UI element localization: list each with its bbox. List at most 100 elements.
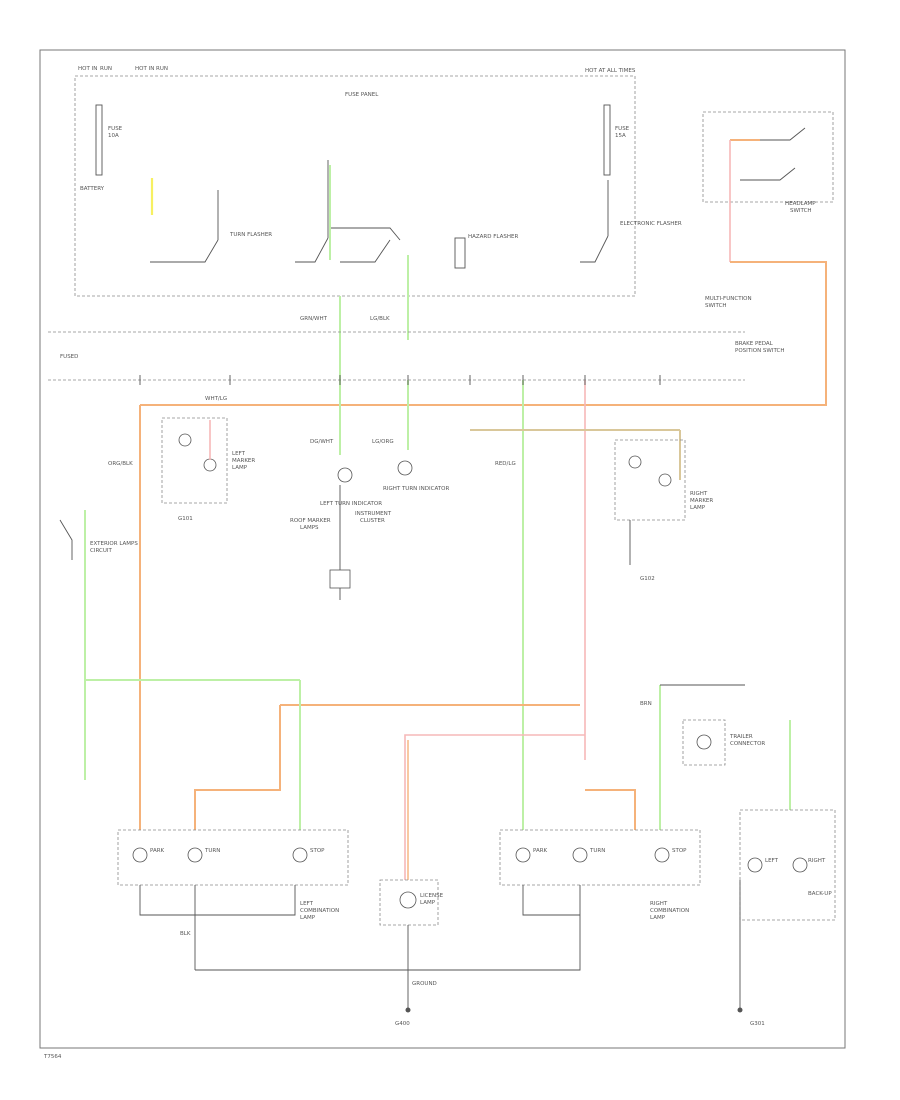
top-left-label-b: RUN: [100, 66, 112, 72]
ground-bottom-label: G400: [395, 1021, 410, 1027]
bus-connector-ticks: [139, 375, 661, 385]
ground-left-label: G101: [178, 516, 193, 522]
right-combo-park-label: PARK: [533, 848, 548, 854]
left-marker-bulb-b: [203, 458, 217, 472]
right-combo-label-c: LAMP: [650, 915, 666, 921]
ground-lower-right-label: G301: [750, 1021, 765, 1027]
wire-label-red-lg: RED/LG: [495, 461, 516, 467]
left-combo-stop-label: STOP: [310, 848, 325, 854]
right-turn-indicator-bulb: [397, 460, 413, 476]
hot-fused-label: FUSED: [60, 354, 78, 360]
fuse-left-label: FUSE: [108, 126, 123, 132]
fuse-left-rating: 10A: [108, 133, 119, 139]
backup-lamp-left-bulb: [747, 857, 763, 873]
left-marker-bulb-a: [178, 433, 192, 447]
right-combo-ground: [195, 885, 581, 971]
left-marker-label-b: MARKER: [232, 458, 255, 464]
wire-label-lg-org: LG/ORG: [372, 439, 394, 445]
left-marker-label-a: LEFT: [232, 451, 246, 457]
right-marker-bulb-a: [628, 455, 642, 469]
note-mid-a: ROOF MARKER: [290, 518, 331, 524]
wire-label-brn: BRN: [640, 701, 652, 707]
backup-lamp-right-bulb: [792, 857, 808, 873]
license-lamp-label-a: LICENSE: [420, 893, 444, 899]
brake-switch-label-a: BRAKE PEDAL: [735, 341, 774, 347]
fuse-left-symbol: [95, 104, 103, 176]
license-lamp-group: LICENSE LAMP G400 GROUND: [379, 879, 444, 1027]
center-ground-label: GROUND: [412, 981, 437, 987]
headlamp-switch-group: HEADLAMP SWITCH: [140, 111, 834, 406]
left-marker-label-c: LAMP: [232, 465, 248, 471]
right-marker-label-c: LAMP: [690, 505, 706, 511]
wire-pink-cross-right: [404, 734, 585, 880]
right-marker-bulb-b: [658, 473, 672, 487]
right-combo-box: [499, 829, 701, 886]
note-mid-b: LAMPS: [300, 525, 319, 531]
right-marker-box: [614, 439, 686, 521]
right-combo-label-b: COMBINATION: [650, 908, 689, 914]
headlamp-switch-box: [702, 111, 834, 203]
fuse-right-rating: 15A: [615, 133, 626, 139]
instrument-cluster-group: LEFT TURN INDICATOR RIGHT TURN INDICATOR…: [320, 460, 449, 600]
fuse-panel-group: HOT IN RUN HOT IN RUN HOT AT ALL TIMES F…: [74, 66, 682, 400]
top-left-label-c: HOT IN RUN: [135, 66, 168, 72]
right-combination-lamp-group: PARK TURN STOP RIGHT COMBINATION LAMP: [195, 829, 701, 971]
license-lamp-bulb: [399, 891, 417, 909]
fuse-right-symbol: [603, 104, 611, 176]
fuse-right-label: FUSE: [615, 126, 630, 132]
note-left-b: CIRCUIT: [90, 548, 112, 554]
backup-lamp-box: [739, 809, 836, 921]
left-marker-lamp-group: LEFT MARKER LAMP G101: [161, 417, 255, 522]
wire-label-wht-lg: WHT/LG: [205, 396, 227, 402]
headlamp-label-b: SWITCH: [790, 208, 812, 214]
backup-left-label: LEFT: [765, 858, 779, 864]
headlamp-label-a: HEADLAMP: [785, 201, 816, 207]
brake-switch-label-b: POSITION SWITCH: [735, 348, 785, 354]
headlamp-switch-contact: [740, 127, 806, 181]
trailer-connector-group: TRAILER CONNECTOR LEFT RIGHT BACK-UP G30…: [660, 684, 836, 1027]
right-combo-stop-label: STOP: [672, 848, 687, 854]
wire-label-lg-blk: LG/BLK: [370, 316, 390, 322]
left-combination-lamp-group: PARK TURN STOP LEFT COMBINATION LAMP: [117, 829, 349, 970]
flasher-switch-right: [580, 180, 609, 263]
left-combo-park-label: PARK: [150, 848, 165, 854]
backup-lamp-label: BACK-UP: [808, 891, 832, 897]
right-marker-label-a: RIGHT: [690, 491, 708, 497]
left-combo-label-a: LEFT: [300, 901, 314, 907]
trailer-connector-bulb: [696, 734, 712, 750]
trailer-label-b: CONNECTOR: [730, 741, 765, 747]
right-marker-label-b: MARKER: [690, 498, 713, 504]
diagram-frame: [39, 49, 846, 1049]
flasher-label-a: TURN FLASHER: [229, 232, 272, 238]
cluster-label-b: CLUSTER: [360, 518, 385, 524]
footer-code: T7564: [43, 1054, 62, 1060]
wire-label-dg-wht: DG/WHT: [310, 439, 334, 445]
multi-switch-label-a: MULTI-FUNCTION: [705, 296, 752, 302]
right-combo-stop-bulb: [654, 847, 670, 863]
left-side-switch: [59, 519, 73, 560]
right-turn-indicator-label: RIGHT TURN INDICATOR: [383, 486, 449, 492]
trailer-label-a: TRAILER: [729, 734, 753, 740]
right-combo-park-bulb: [515, 847, 531, 863]
left-combo-stop-bulb: [292, 847, 308, 863]
left-combo-label-b: COMBINATION: [300, 908, 339, 914]
top-left-label-a: HOT IN: [78, 66, 97, 72]
top-right-label: HOT AT ALL TIMES: [585, 68, 636, 74]
wire-label-org-blk: ORG/BLK: [108, 461, 133, 467]
ground-lower-right-symbol: [737, 1007, 743, 1013]
note-left-a: EXTERIOR LAMPS: [90, 541, 138, 547]
flasher-label-c: ELECTRONIC FLASHER: [620, 221, 682, 227]
left-turn-indicator-label: LEFT TURN INDICATOR: [320, 501, 382, 507]
left-marker-box: [161, 417, 228, 504]
ground-right-label: G102: [640, 576, 655, 582]
backup-right-label: RIGHT: [808, 858, 826, 864]
flasher-label-b: HAZARD FLASHER: [468, 234, 518, 240]
flasher-switch-mid: [295, 160, 401, 263]
flasher-switch-left: [150, 190, 219, 263]
wire-label-grn-wht: GRN/WHT: [300, 316, 328, 322]
multi-switch-label-b: SWITCH: [705, 303, 727, 309]
cluster-connector: [329, 569, 351, 589]
left-combo-park-bulb: [132, 847, 148, 863]
left-combo-turn-label: TURN: [204, 848, 220, 854]
